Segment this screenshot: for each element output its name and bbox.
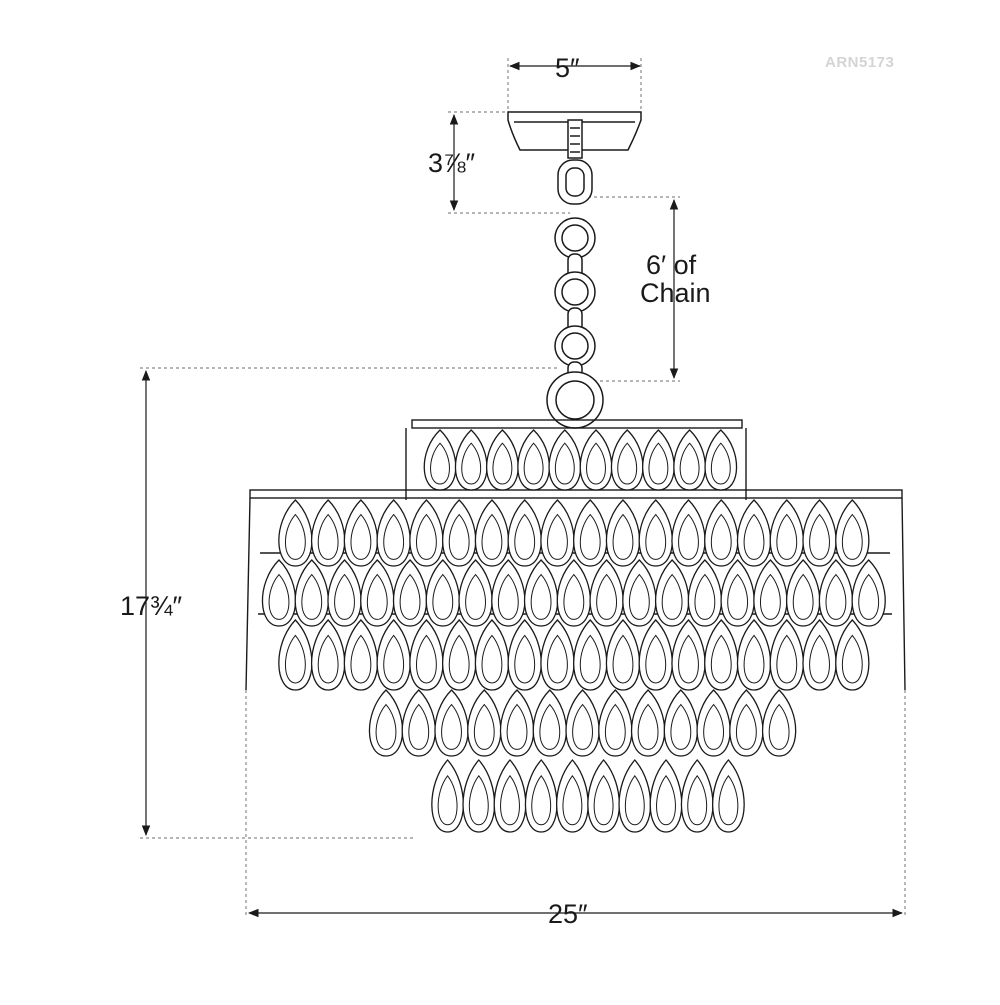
crystal-drops bbox=[261, 429, 886, 833]
overall-height-label: 17¾″ bbox=[120, 591, 183, 621]
chain-length-label: 6′ of bbox=[646, 250, 697, 280]
overall-width-label: 25″ bbox=[548, 899, 588, 929]
chain-label: Chain bbox=[640, 278, 711, 308]
chain bbox=[546, 159, 604, 429]
dimension-lines bbox=[140, 58, 906, 918]
top-width-label: 5″ bbox=[555, 53, 580, 83]
canopy bbox=[507, 111, 642, 159]
canopy-height-label: 3⅞″ bbox=[428, 148, 476, 178]
model-code: ARN5173 bbox=[825, 54, 895, 71]
